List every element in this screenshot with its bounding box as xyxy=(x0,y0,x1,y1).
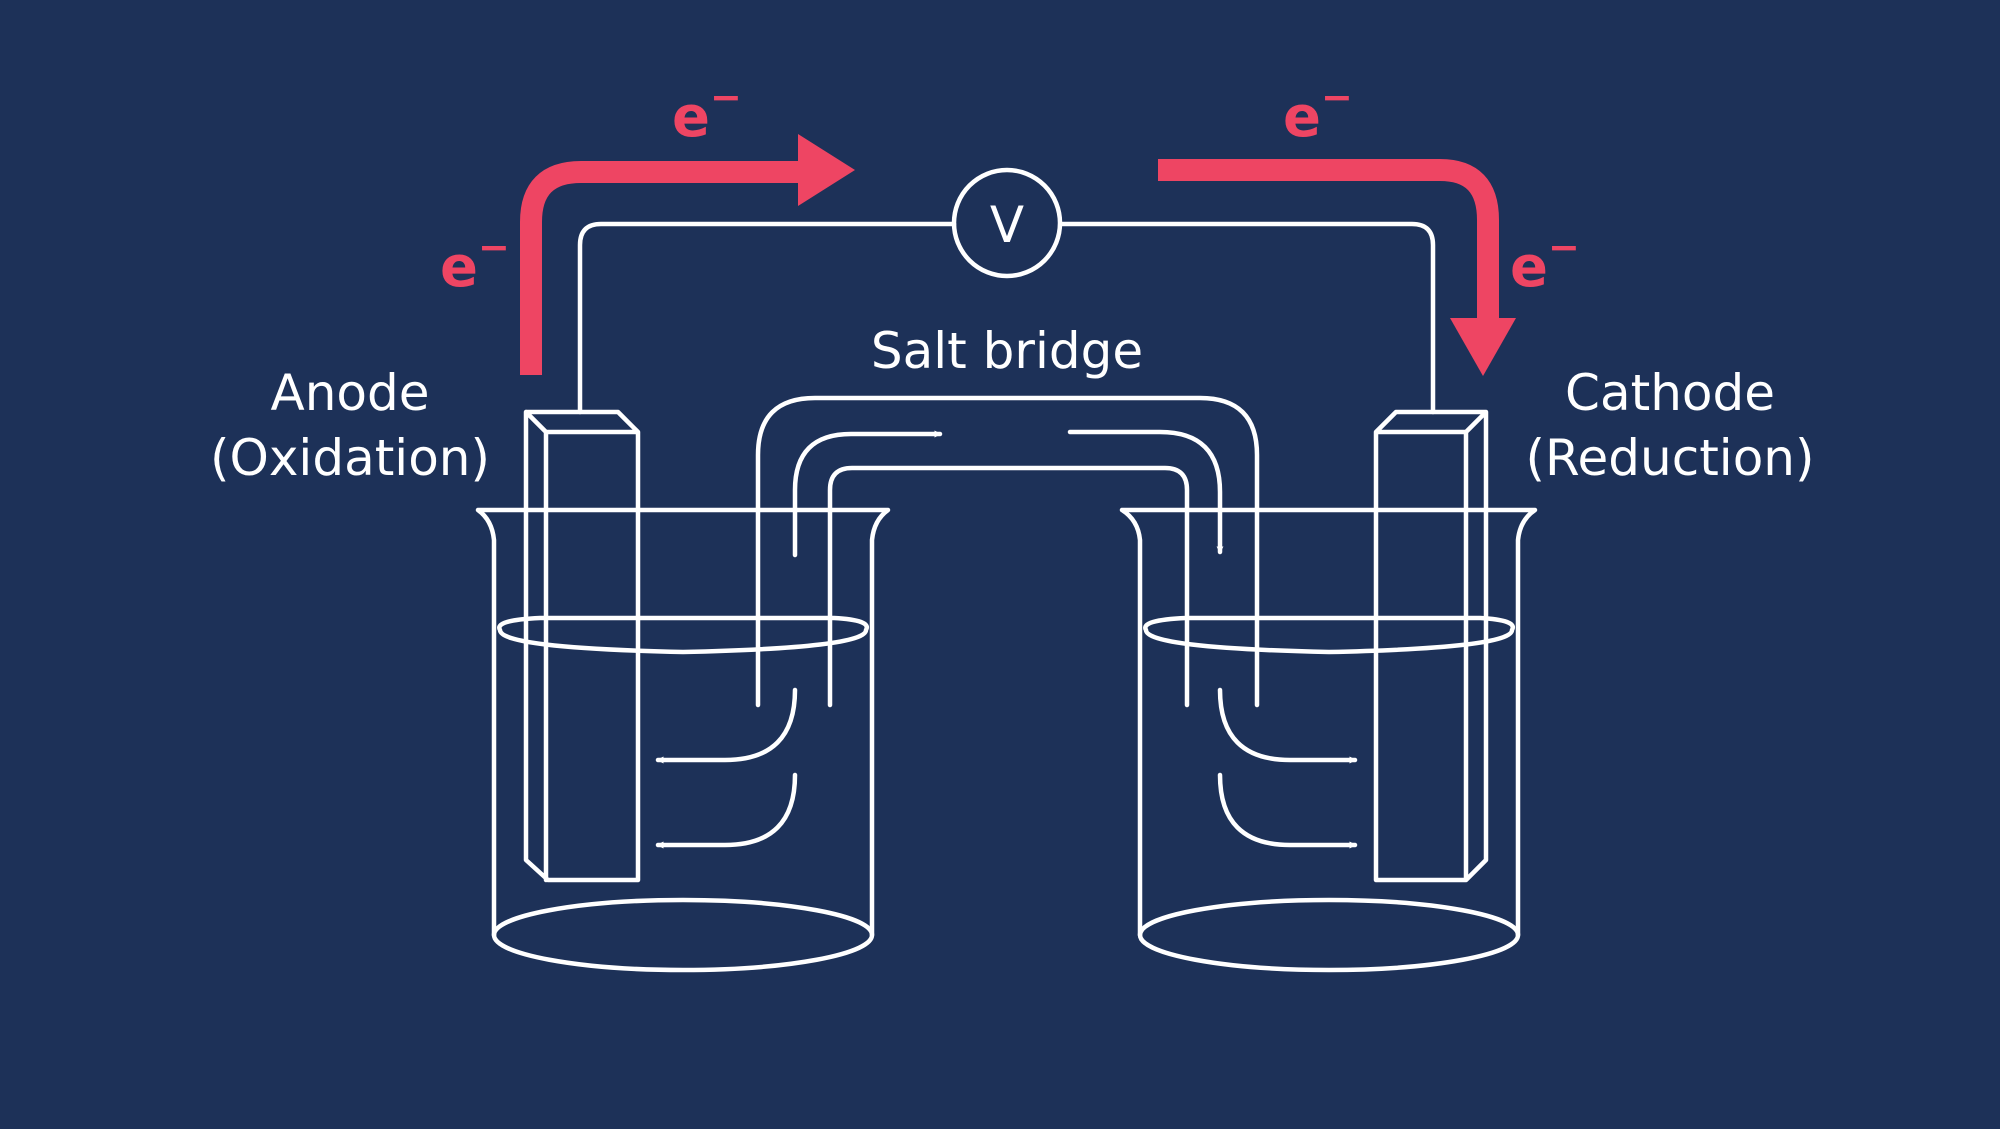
voltmeter-label: V xyxy=(990,196,1024,254)
anode-ion-arrow-lower xyxy=(655,772,798,849)
anode-sublabel: (Oxidation) xyxy=(210,429,490,487)
anode-ion-arrow-upper xyxy=(655,687,798,764)
electron-flow-right-arrowhead xyxy=(1450,318,1516,376)
anode-beaker-wall xyxy=(475,507,891,938)
anode-label: Anode xyxy=(271,364,430,422)
electron-label-right: e− xyxy=(1510,225,1580,300)
anode-electrode xyxy=(523,409,641,883)
electron-label-top-left: e− xyxy=(672,75,742,150)
cathode-solution-surface xyxy=(1143,615,1515,655)
electron-flow-left-arrowhead xyxy=(798,134,855,206)
cathode-beaker-wall xyxy=(1119,507,1538,938)
electron-label-left: e− xyxy=(440,225,510,300)
anode-solution-surface xyxy=(497,615,869,655)
electron-flow-left xyxy=(520,134,855,375)
electron-flow-left-path xyxy=(520,161,800,375)
cathode-ion-arrow-upper xyxy=(1217,687,1358,764)
electron-flow-right-path xyxy=(1158,159,1499,320)
salt-bridge-label: Salt bridge xyxy=(871,322,1143,380)
external-wire-left xyxy=(577,221,957,415)
cathode-electrode-body xyxy=(1373,409,1489,883)
electron-flow-right xyxy=(1158,159,1516,376)
salt-bridge xyxy=(755,395,1260,708)
cathode-beaker xyxy=(1119,507,1538,973)
cathode-ion-arrow-lower xyxy=(1217,772,1358,849)
anode-beaker xyxy=(475,507,891,973)
external-wire-right xyxy=(1058,221,1436,415)
cathode-electrode xyxy=(1373,409,1489,883)
cathode-beaker-base xyxy=(1137,897,1521,973)
salt-bridge-inner-wall xyxy=(827,465,1190,708)
salt-bridge-outer-wall xyxy=(755,395,1260,708)
electron-label-top-right: e− xyxy=(1283,75,1353,150)
cathode-sublabel: (Reduction) xyxy=(1526,429,1815,487)
anode-electrode-body xyxy=(523,409,641,883)
voltmeter-circle xyxy=(951,167,1063,279)
voltmeter: V xyxy=(951,167,1063,279)
cathode-label: Cathode xyxy=(1565,364,1775,422)
bridge-ion-arrow-right xyxy=(1067,429,1224,555)
bridge-ion-arrow-left xyxy=(792,430,943,558)
anode-beaker-base xyxy=(491,897,875,973)
